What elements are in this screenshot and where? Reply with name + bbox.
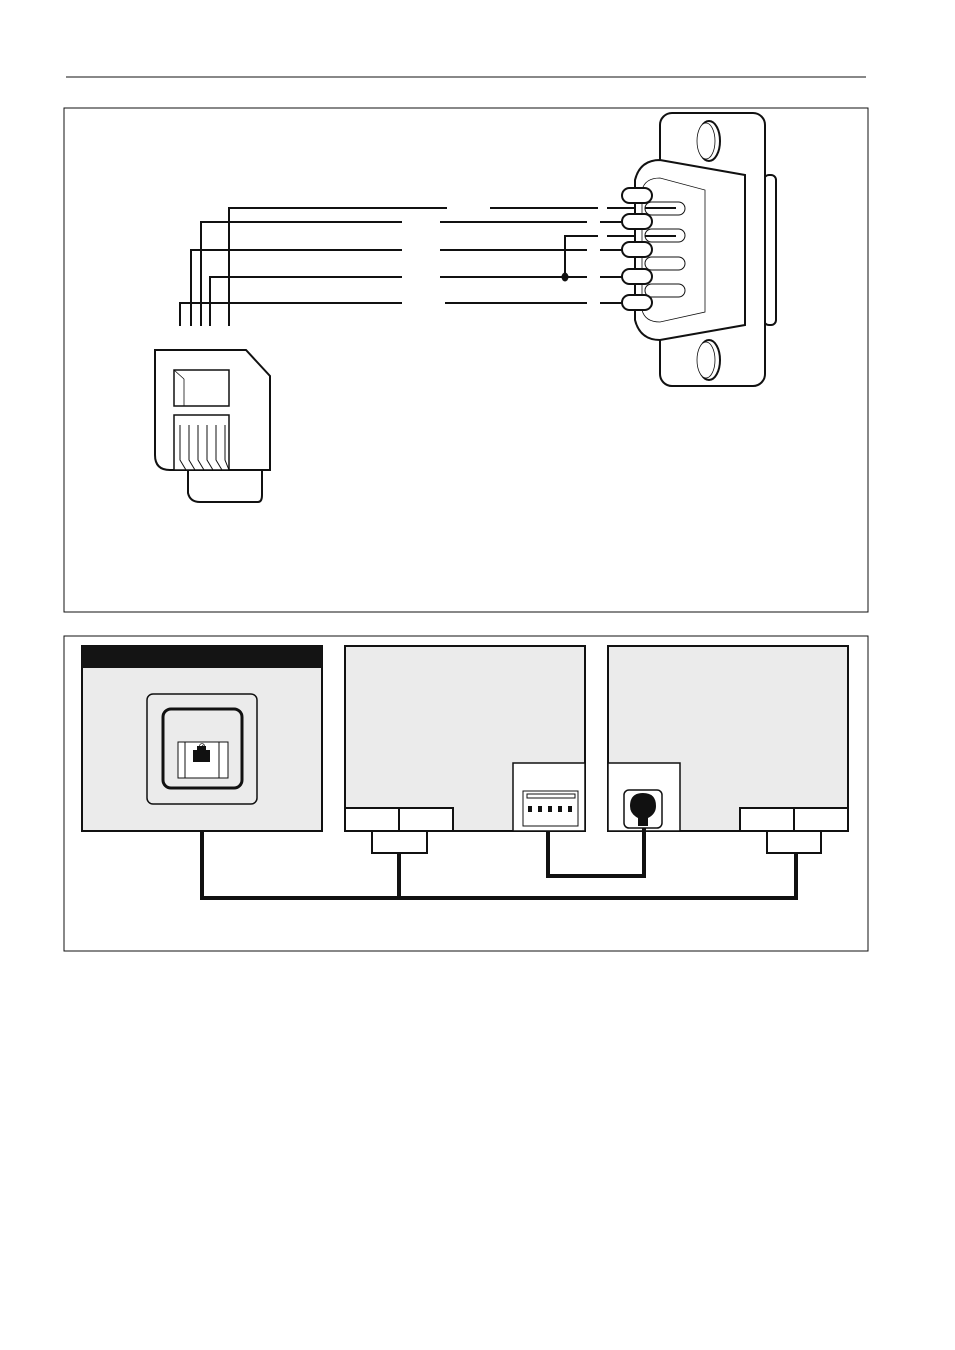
connection-figure-frame bbox=[63, 635, 869, 952]
device-panel-1 bbox=[344, 645, 586, 832]
panel-header-bar bbox=[82, 646, 322, 668]
rj-jack-icon bbox=[193, 746, 210, 762]
db9-pin-wire-ends bbox=[645, 207, 676, 237]
db9-connector-icon bbox=[621, 112, 777, 387]
five-pin-connector-icon bbox=[522, 790, 579, 827]
wall-socket-panel bbox=[81, 645, 323, 832]
cable-pinout-figure-frame bbox=[63, 107, 869, 613]
device-panel-2 bbox=[607, 645, 849, 832]
rj-socket-icon bbox=[623, 789, 663, 829]
rj-plug-icon bbox=[154, 349, 271, 503]
cables bbox=[200, 828, 822, 900]
cable-wires bbox=[179, 207, 660, 326]
wall-socket-symbol: ⊘ bbox=[198, 742, 206, 752]
wire-junction-dot bbox=[561, 272, 569, 282]
